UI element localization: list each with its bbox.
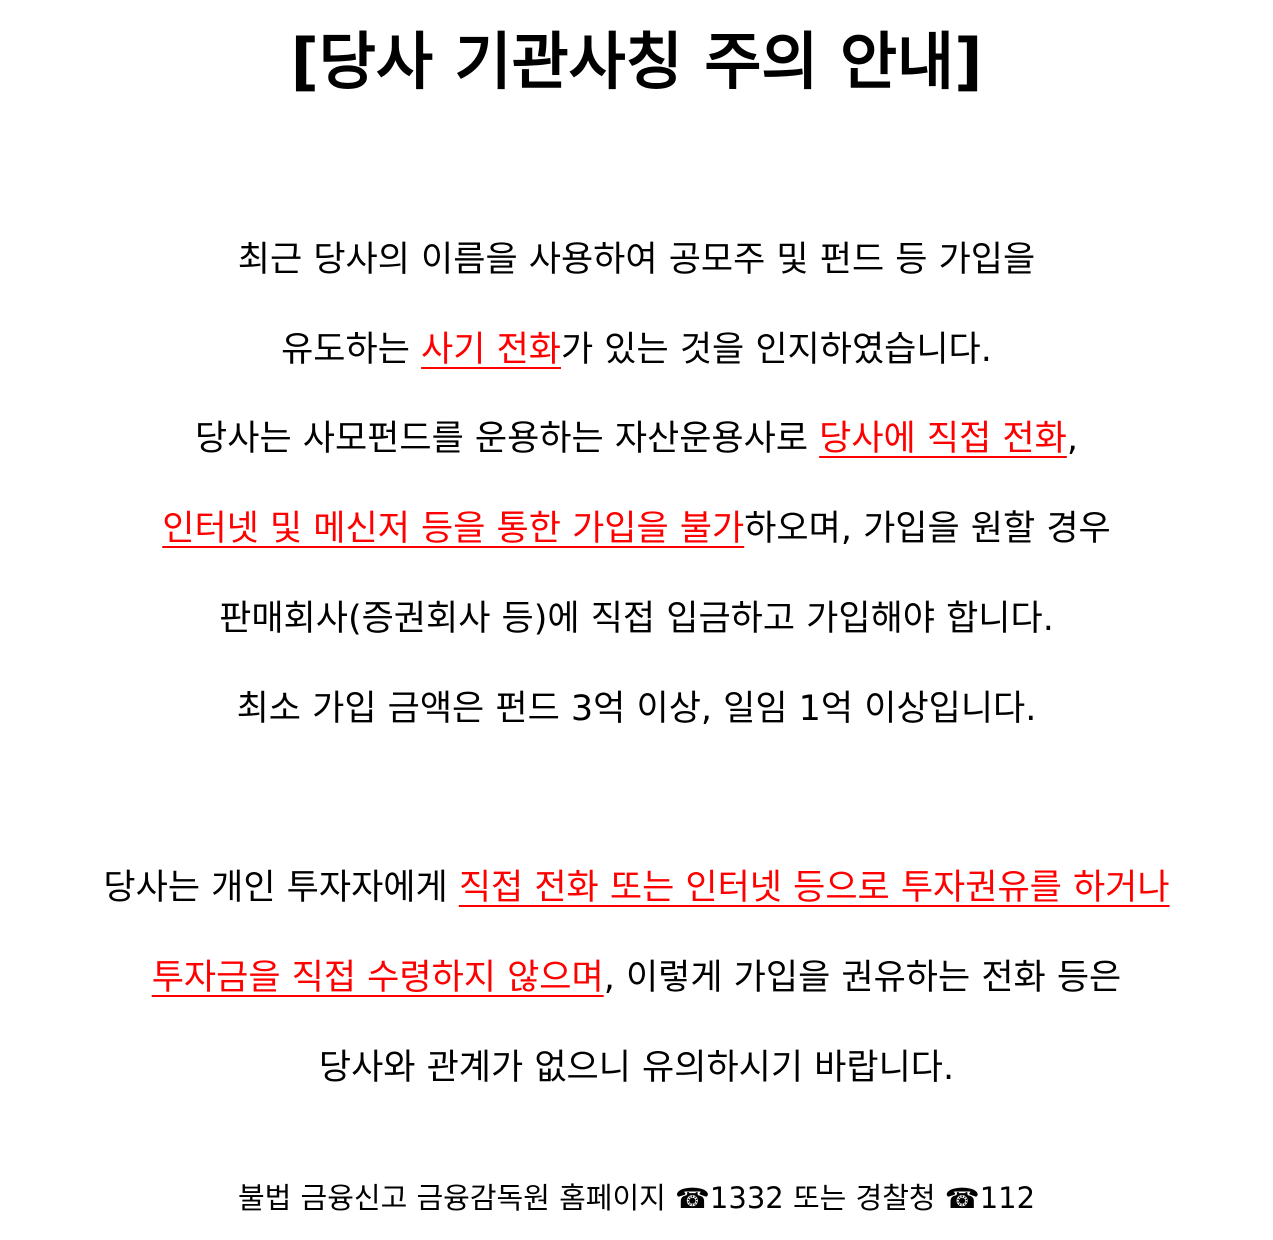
notice-line-5: 판매회사(증권회사 등)에 직접 입금하고 가입해야 합니다. xyxy=(0,594,1273,644)
fss-phone-number: 1332 xyxy=(709,1181,784,1215)
highlight-fraud-call: 사기 전화 xyxy=(421,330,561,370)
page-title: [당사 기관사칭 주의 안내] xyxy=(290,25,983,98)
notice-line-4: 인터넷 및 메신저 등을 통한 가입을 불가하오며, 가입을 원할 경우 xyxy=(0,504,1273,554)
notice-text: 최소 가입 금액은 펀드 3억 이상, 일임 1억 이상입니다. xyxy=(236,689,1037,729)
notice-line-6: 최소 가입 금액은 펀드 3억 이상, 일임 1억 이상입니다. xyxy=(0,684,1273,734)
notice-text: 가 있는 것을 인지하였습니다. xyxy=(560,330,992,370)
police-phone-number: 112 xyxy=(979,1181,1036,1215)
notice-text: 하오며, 가입을 원할 경우 xyxy=(744,509,1111,549)
notice-line-1: 최근 당사의 이름을 사용하여 공모주 및 펀드 등 가입을 xyxy=(0,235,1273,285)
notice-line-2: 유도하는 사기 전화가 있는 것을 인지하였습니다. xyxy=(0,325,1273,375)
warning-text: 당사는 개인 투자자에게 xyxy=(103,868,459,908)
highlight-direct-call: 당사에 직접 전화 xyxy=(819,419,1067,459)
notice-text: 유도하는 xyxy=(281,330,422,370)
highlight-no-solicitation: 직접 전화 또는 인터넷 등으로 투자권유를 하거나 xyxy=(458,868,1170,908)
highlight-no-online-signup: 인터넷 및 메신저 등을 통한 가입을 불가 xyxy=(162,509,745,549)
notice-text: 최근 당사의 이름을 사용하여 공모주 및 펀드 등 가입을 xyxy=(237,240,1036,280)
notice-text: 당사는 사모펀드를 운용하는 자산운용사로 xyxy=(195,419,820,459)
phone-icon: ☎ xyxy=(944,1182,980,1215)
warning-line-1: 당사는 개인 투자자에게 직접 전화 또는 인터넷 등으로 투자권유를 하거나 xyxy=(0,863,1273,913)
notice-line-3: 당사는 사모펀드를 운용하는 자산운용사로 당사에 직접 전화, xyxy=(0,414,1273,464)
footer-text: 또는 경찰청 xyxy=(783,1181,945,1215)
notice-text: 판매회사(증권회사 등)에 직접 입금하고 가입해야 합니다. xyxy=(219,599,1054,639)
footer-text: 불법 금융신고 금융감독원 홈페이지 xyxy=(237,1181,676,1215)
report-footer: 불법 금융신고 금융감독원 홈페이지 ☎1332 또는 경찰청 ☎112 xyxy=(0,1175,1273,1222)
highlight-no-direct-receipt: 투자금을 직접 수령하지 않으며 xyxy=(151,958,604,998)
notice-text: , xyxy=(1066,419,1078,459)
phone-icon: ☎ xyxy=(675,1182,710,1215)
warning-text: , 이렇게 가입을 권유하는 전화 등은 xyxy=(603,958,1122,998)
warning-line-2: 투자금을 직접 수령하지 않으며, 이렇게 가입을 권유하는 전화 등은 xyxy=(0,953,1273,1003)
warning-text: 당사와 관계가 없으니 유의하시기 바랍니다. xyxy=(318,1048,955,1088)
warning-line-3: 당사와 관계가 없으니 유의하시기 바랍니다. xyxy=(0,1043,1273,1093)
